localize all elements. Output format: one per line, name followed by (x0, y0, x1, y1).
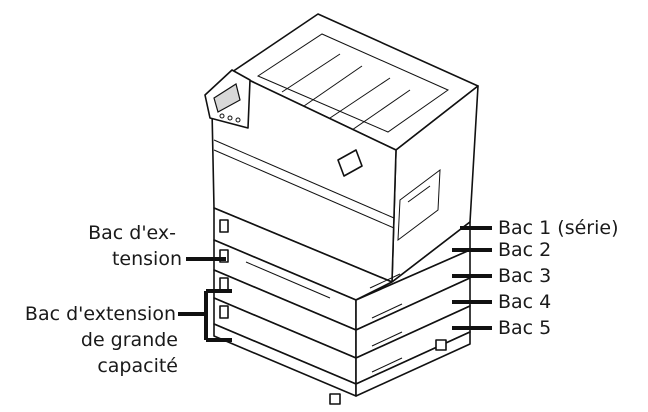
label-bac3: Bac 3 (498, 265, 551, 287)
label-bac4: Bac 4 (498, 291, 551, 313)
label-expansion-line1: Bac d'ex- (88, 222, 176, 244)
printer-foot-1 (329, 393, 341, 405)
leader-lines (178, 226, 492, 342)
label-hc-line3: capacité (97, 355, 178, 377)
printer-foot-2 (435, 339, 447, 351)
label-expansion-line2: tension (112, 248, 182, 270)
label-bac5: Bac 5 (498, 317, 551, 339)
label-bac2: Bac 2 (498, 239, 551, 261)
printer-display-screen (213, 83, 241, 113)
label-hc-line2: de grande (81, 329, 178, 351)
printer-illustration (204, 13, 479, 405)
leader-hc (178, 289, 232, 342)
label-hc-line1: Bac d'extension (25, 303, 176, 325)
label-bac1: Bac 1 (série) (498, 217, 619, 239)
